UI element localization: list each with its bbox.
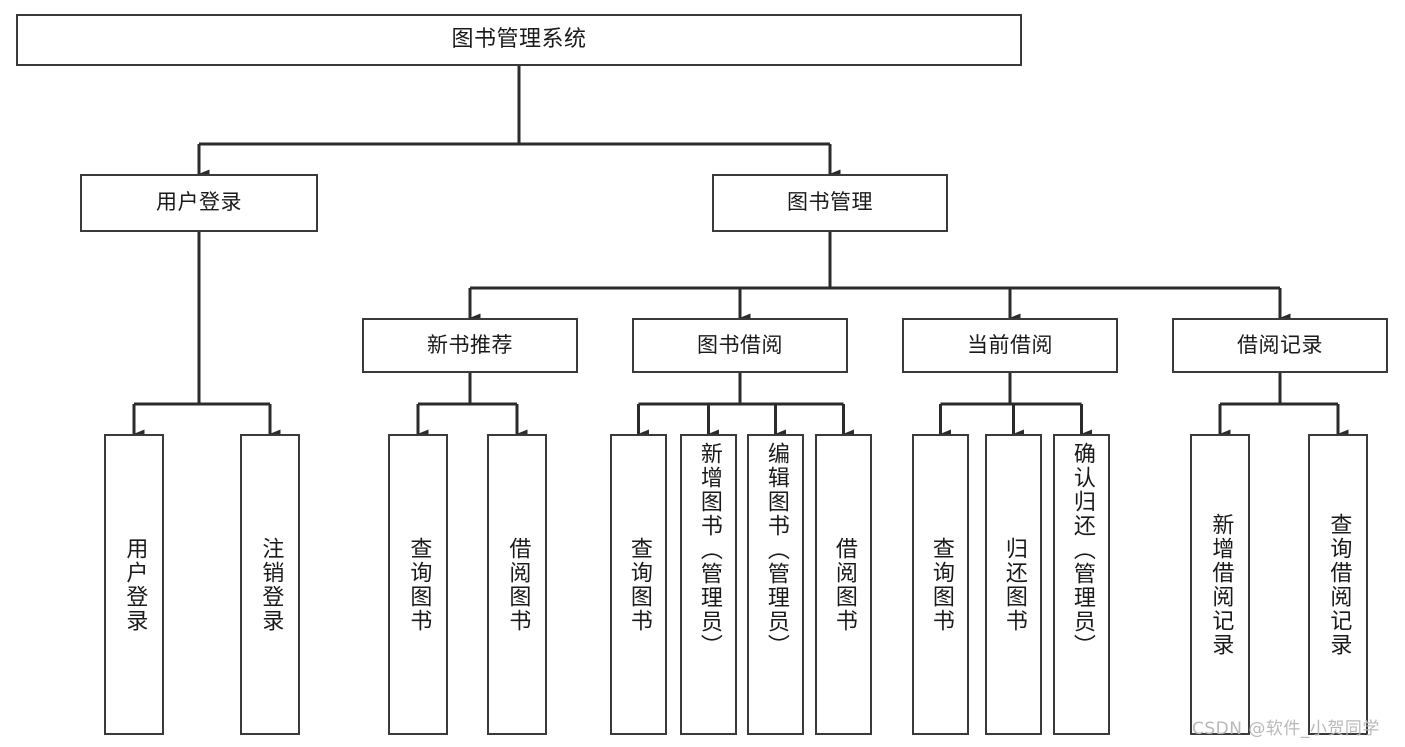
node-label: 新增借阅记录	[1208, 512, 1234, 657]
node-leaf-confirm-return-admin[interactable]: 确认归还（管理员）	[1053, 434, 1110, 735]
node-label: 确认归还（管理员）	[1069, 442, 1095, 658]
node-label: 借阅记录	[1237, 332, 1323, 357]
node-label: 查询图书	[928, 536, 954, 633]
node-label: 查询图书	[406, 536, 432, 633]
node-label: 新增图书（管理员）	[696, 442, 722, 658]
node-leaf-query-borrow-record[interactable]: 查询借阅记录	[1308, 434, 1368, 735]
node-label: 图书管理系统	[451, 26, 587, 52]
node-leaf-user-login[interactable]: 用户登录	[104, 434, 164, 735]
node-leaf-add-book-admin[interactable]: 新增图书（管理员）	[680, 434, 737, 735]
node-label: 借阅图书	[831, 536, 857, 633]
node-user-login[interactable]: 用户登录	[80, 174, 318, 232]
node-label: 用户登录	[156, 190, 242, 215]
node-label: 新书推荐	[427, 332, 513, 357]
edge-paths	[132, 66, 1349, 439]
node-leaf-user-logout[interactable]: 注销登录	[240, 434, 300, 735]
node-label: 图书借阅	[697, 332, 783, 357]
node-label: 当前借阅	[967, 332, 1053, 357]
node-leaf-query-book-1[interactable]: 查询图书	[388, 434, 448, 735]
node-borrow-record[interactable]: 借阅记录	[1172, 318, 1388, 373]
node-leaf-edit-book-admin[interactable]: 编辑图书（管理员）	[747, 434, 804, 735]
node-leaf-return-book[interactable]: 归还图书	[985, 434, 1042, 735]
node-label: 注销登录	[258, 536, 284, 633]
node-leaf-borrow-book-2[interactable]: 借阅图书	[815, 434, 872, 735]
watermark-credit: CSDN @软件_小贺同学	[1192, 719, 1380, 739]
node-label: 归还图书	[1001, 536, 1027, 633]
node-leaf-add-borrow-record[interactable]: 新增借阅记录	[1190, 434, 1250, 735]
node-root-system[interactable]: 图书管理系统	[16, 14, 1022, 66]
node-book-manage[interactable]: 图书管理	[712, 174, 948, 232]
node-leaf-query-book-3[interactable]: 查询图书	[912, 434, 969, 735]
node-label: 借阅图书	[505, 536, 531, 633]
node-label: 用户登录	[122, 536, 148, 633]
node-label: 编辑图书（管理员）	[763, 442, 789, 658]
node-label: 查询借阅记录	[1326, 512, 1352, 657]
node-leaf-query-book-2[interactable]: 查询图书	[610, 434, 667, 735]
node-current-borrow[interactable]: 当前借阅	[902, 318, 1118, 373]
node-new-book-recommend[interactable]: 新书推荐	[362, 318, 578, 373]
node-label: 查询图书	[626, 536, 652, 633]
node-label: 图书管理	[787, 190, 873, 215]
node-book-borrow[interactable]: 图书借阅	[632, 318, 848, 373]
node-leaf-borrow-book-1[interactable]: 借阅图书	[487, 434, 547, 735]
